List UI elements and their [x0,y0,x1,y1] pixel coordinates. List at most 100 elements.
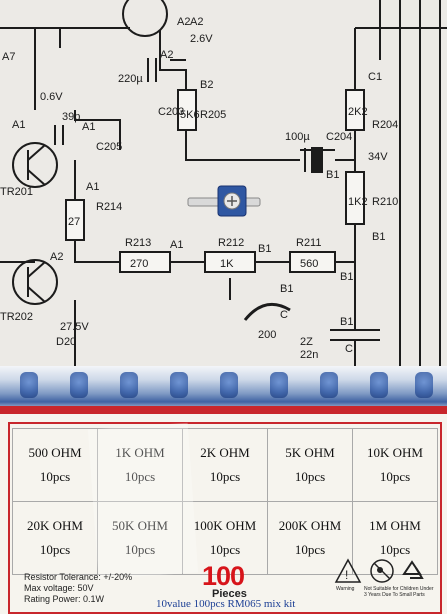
spec-power: Rating Power: 0.1W [24,594,105,604]
trimmer-in-box [70,372,88,398]
quantity: 10pcs [39,542,71,557]
resistor-symbols [65,89,365,273]
label-a2: A2 [177,16,190,28]
label-a2b: A2 [160,49,173,61]
trimmer-in-box [20,372,38,398]
label-c205: C205 [96,141,122,153]
label-270: 270 [130,258,148,270]
trimmer-in-box [370,372,388,398]
label-b1b: B1 [340,271,353,283]
label-tr201: TR201 [0,186,33,198]
label-b1d: B1 [326,169,339,181]
label-b2: B2 [200,79,213,91]
value-cell: 2K OHM 10pcs [182,428,268,502]
label-1k: 1K [220,258,234,270]
quantity: 10pcs [379,469,411,484]
resistance-value: 5K OHM [285,445,335,460]
label-27v5: 27.5V [60,321,89,333]
quantity: 10pcs [209,469,241,484]
quantity: 10pcs [294,542,326,557]
label-r205: R205 [200,109,226,121]
label-100u: 100µ [285,131,310,143]
piece-unit: Pieces [212,588,247,600]
label-a2c: A2 [190,16,203,28]
label-a2d: A2 [50,251,63,263]
value-cell: 1M OHM 10pcs [352,501,438,575]
card-frame [8,422,442,614]
quantity: 10pcs [124,469,156,484]
trimmer-in-box [120,372,138,398]
transistor-symbols [12,0,168,305]
svg-text:!: ! [345,568,348,582]
warning-triangle-icon: ! [334,558,362,583]
quantity: 10pcs [379,542,411,557]
label-2k2: 2K2 [348,106,368,118]
label-tr202: TR202 [0,311,33,323]
circuit-schematic: A7 A2 A2 A2 2.6V C203 R205 B2 220µ 0.6V … [0,0,447,372]
label-r212: R212 [218,237,244,249]
resistance-value: 1M OHM [369,518,421,533]
trimmer-in-box [170,372,188,398]
spec-tolerance: Resistor Tolerance: +/-20% [24,572,133,582]
value-cell: 500 OHM 10pcs [12,428,98,502]
label-22n: 22n [300,349,318,361]
label-c203: C203 [158,106,184,118]
label-b1e: B1 [280,283,293,295]
label-b1c: B1 [372,231,385,243]
label-560: 560 [300,258,318,270]
label-0v6: 0.6V [40,91,63,103]
label-a1c: A1 [86,181,99,193]
resistance-value: 2K OHM [200,445,250,460]
resistance-value: 500 OHM [28,445,82,460]
value-cell: 5K OHM 10pcs [267,428,353,502]
label-r211: R211 [296,237,321,249]
piece-count: 100 [202,561,245,591]
label-2z: 2Z [300,336,313,348]
quantity: 10pcs [209,542,241,557]
schematic-wires [0,0,447,372]
label-c: C [280,309,288,321]
warning-block: ! Warning Not Suitable for Children Unde… [334,558,434,608]
no-children-icon [370,559,394,583]
label-220u: 220µ [118,73,143,85]
capacitor-symbols [54,58,323,173]
label-a7: A7 [2,51,15,63]
resistance-value: 200K OHM [278,518,342,533]
kit-description: 10value 100pcs RM065 mix kit [156,598,296,610]
resistance-value: 20K OHM [27,518,83,533]
quantity: 10pcs [294,469,326,484]
resistance-value: 50K OHM [112,518,168,533]
label-a1b: A1 [82,121,95,133]
label-r213: R213 [125,237,151,249]
resistance-value: 100K OHM [193,518,257,533]
label-34v: 34V [368,151,388,163]
label-a1: A1 [12,119,25,131]
label-c204: C204 [326,131,352,143]
spec-voltage: Max voltage: 50V [24,583,94,593]
quantity: 10pcs [124,542,156,557]
warning-icons: ! [334,558,424,583]
trimmer-in-box [270,372,288,398]
label-5k6: 5K6 [180,109,200,121]
recycle-icon [402,560,424,579]
label-d20: D20 [56,336,76,348]
plastic-box-edge [0,366,447,412]
schematic-labels: A7 A2 A2 A2 2.6V C203 R205 B2 220µ 0.6V … [0,16,398,361]
label-c2: C [345,343,353,355]
label-r214: R214 [96,201,122,213]
label-27: 27 [68,216,80,228]
label-c1: C1 [368,71,382,83]
warning-note: Not Suitable for Children Under 3 Years … [364,586,434,598]
label-r210: R210 [372,196,398,208]
quantity: 10pcs [39,469,71,484]
label-200: 200 [258,329,276,341]
label-39p: 39p [62,111,80,123]
label-b1: B1 [258,243,271,255]
trimmer-in-box [415,372,433,398]
trimmer-in-box [220,372,238,398]
trimmer-arc [243,302,291,321]
